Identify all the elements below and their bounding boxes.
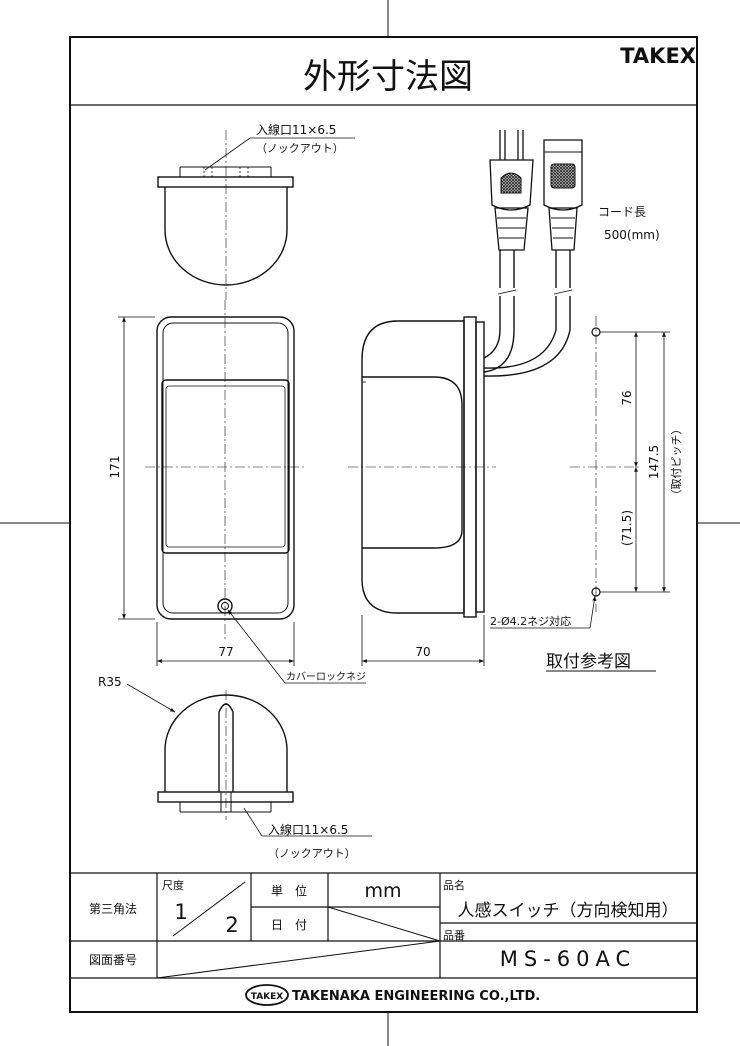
total-pitch-value: 147.5 — [647, 445, 661, 479]
upper-pitch-value: 76 — [620, 390, 634, 405]
company-logo: TAKEX — [245, 984, 289, 1006]
bottom-view — [157, 694, 294, 813]
cover-screw-label: カバーロックネジ — [286, 671, 366, 683]
bottom-knockout-label: （ノックアウト） — [268, 847, 356, 860]
receptacle-icon — [543, 139, 583, 251]
scale-denominator: 2 — [225, 913, 238, 937]
date-label: 日 付 — [271, 918, 307, 932]
product-name: 人感スイッチ（方向検知用） — [458, 901, 679, 921]
top-entry-label: 入線口11×6.5 — [256, 122, 336, 137]
drawing-number-label: 図面番号 — [89, 953, 137, 967]
part-number-label: 品番 — [443, 929, 465, 942]
mount-reference — [570, 316, 670, 612]
top-knockout-dots — [203, 167, 249, 177]
cord-length-label: コード長 — [598, 205, 646, 219]
mount-hole-label: 2-Ø4.2ネジ対応 — [490, 614, 571, 628]
top-view — [157, 166, 294, 286]
bottom-entry-label: 入線口11×6.5 — [268, 822, 348, 837]
scale-numerator: 1 — [174, 900, 187, 924]
lower-pitch-value: (71.5) — [620, 510, 634, 546]
radius-label: R35 — [98, 675, 122, 689]
width-dimension — [156, 622, 295, 666]
width-value: 77 — [218, 645, 233, 659]
sheet-border — [69, 36, 698, 1013]
top-knockout-label: （ノックアウト） — [256, 142, 344, 155]
depth-value: 70 — [415, 645, 430, 659]
title-block — [70, 872, 697, 979]
height-value: 171 — [108, 456, 122, 479]
mount-ref-title: 取付参考図 — [546, 652, 631, 672]
company-name: TAKENAKA ENGINEERING CO.,LTD. — [292, 989, 540, 1004]
mount-hole-upper — [591, 327, 601, 337]
scale-label: 尺度 — [162, 878, 184, 892]
front-view — [156, 316, 295, 620]
cord-length-value: 500(mm) — [604, 228, 660, 242]
part-number: MS-60AC — [500, 947, 636, 971]
product-name-label: 品名 — [443, 878, 465, 892]
height-dimension — [118, 316, 155, 620]
total-pitch-label: （取付ピッチ） — [670, 424, 683, 501]
projection-label: 第三角法 — [89, 902, 137, 916]
brand-logo: TAKEX — [620, 44, 696, 68]
depth-dimension — [361, 615, 485, 666]
page-title: 外形寸法図 — [303, 57, 473, 97]
plug-icon — [489, 130, 534, 251]
footer-logo-text: TAKEX — [251, 992, 284, 1002]
unit-label: 単 位 — [271, 883, 307, 898]
unit-value: mm — [364, 880, 401, 902]
cord — [483, 250, 573, 377]
